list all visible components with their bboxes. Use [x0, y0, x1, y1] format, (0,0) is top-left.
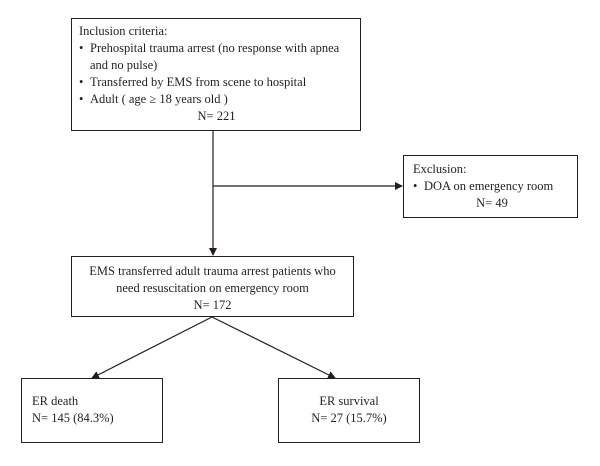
- exclusion-heading: Exclusion:: [413, 162, 467, 176]
- transferred-line-1: EMS transferred adult trauma arrest pati…: [89, 264, 336, 278]
- inclusion-item: • Transferred by EMS from scene to hospi…: [79, 74, 354, 91]
- er-death-box: ER death N= 145 (84.3%): [21, 378, 163, 443]
- inclusion-item: • Adult ( age ≥ 18 years old ): [79, 91, 354, 108]
- bullet-icon: •: [79, 75, 84, 89]
- er-survival-box: ER survival N= 27 (15.7%): [278, 378, 420, 443]
- inclusion-item-text: Prehospital trauma arrest (no response w…: [90, 41, 340, 72]
- exclusion-item-text: DOA on emergency room: [424, 179, 554, 193]
- bullet-icon: •: [413, 179, 418, 193]
- transferred-line-2: need resuscitation on emergency room: [116, 281, 309, 295]
- exclusion-item: • DOA on emergency room: [413, 178, 571, 195]
- inclusion-item-text: Transferred by EMS from scene to hospita…: [90, 75, 307, 89]
- bullet-icon: •: [79, 41, 84, 55]
- inclusion-heading: Inclusion criteria:: [79, 24, 168, 38]
- inclusion-item-text: Adult ( age ≥ 18 years old ): [90, 92, 228, 106]
- er-death-label: ER death: [32, 394, 79, 408]
- er-survival-label: ER survival: [319, 394, 379, 408]
- inclusion-criteria-box: Inclusion criteria: • Prehospital trauma…: [71, 18, 361, 131]
- bullet-icon: •: [79, 92, 84, 106]
- inclusion-item: • Prehospital trauma arrest (no response…: [79, 40, 354, 74]
- exclusion-box: Exclusion: • DOA on emergency room N= 49: [403, 155, 578, 218]
- connector-to-er-survival: [211, 316, 336, 379]
- transferred-patients-box: EMS transferred adult trauma arrest pati…: [71, 256, 354, 317]
- exclusion-count: N= 49: [476, 196, 508, 210]
- er-death-count: N= 145 (84.3%): [32, 411, 114, 425]
- transferred-count: N= 172: [193, 298, 232, 312]
- connector-to-er-death: [91, 316, 213, 379]
- er-survival-count: N= 27 (15.7%): [311, 411, 387, 425]
- inclusion-count: N= 221: [197, 109, 236, 123]
